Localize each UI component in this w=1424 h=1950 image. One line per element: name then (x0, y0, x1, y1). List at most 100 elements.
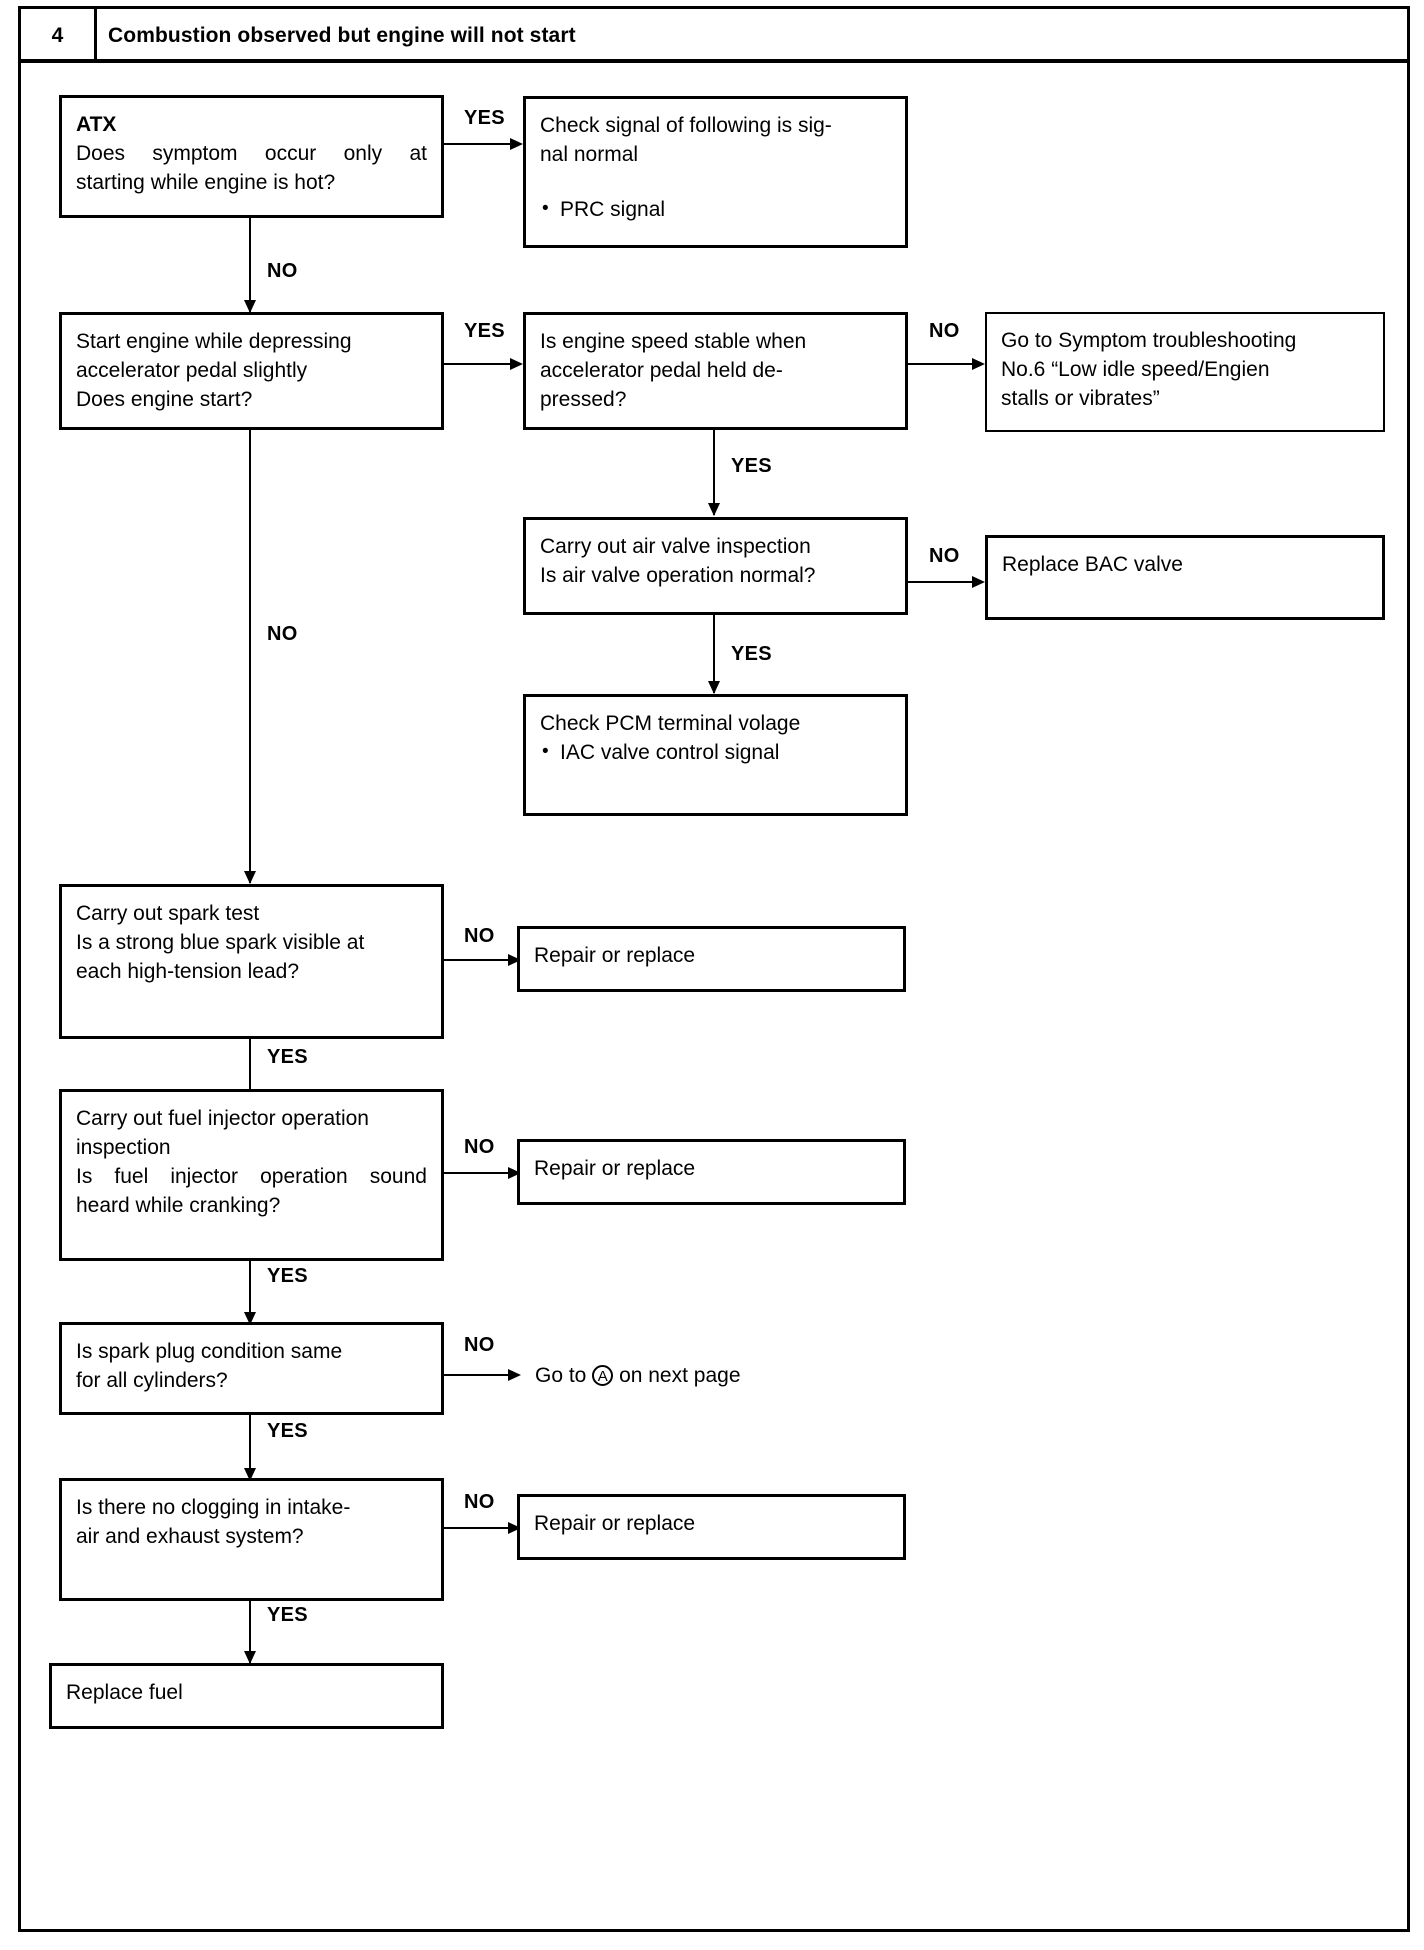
box-repair-replace-2[interactable]: Repair or replace (517, 1139, 906, 1205)
box-goto-symptom-line1: Go to Symptom troubleshooting (1001, 329, 1297, 352)
box-engine-speed-line1: Is engine speed stable when (540, 330, 807, 353)
edge-label-atx-yes: YES (464, 107, 505, 129)
box-air-valve-line2: Is air valve operation normal? (540, 564, 816, 587)
box-fuel-injector-line3-w5: sound (369, 1165, 427, 1188)
arrowhead-engine-speed-yes (708, 503, 720, 516)
connector-spark-plug-yes (249, 1415, 251, 1480)
goto-next-page-after: on next page (619, 1364, 741, 1387)
box-start-engine-line2: accelerator pedal slightly (76, 359, 308, 382)
connector-start-engine-no (249, 430, 251, 883)
box-goto-symptom-line2: No.6 “Low idle speed/Engien (1001, 358, 1270, 381)
box-fuel-injector-line3-w1: Is (76, 1165, 93, 1188)
box-atx-line2-w3: occur (264, 142, 317, 165)
box-check-pcm[interactable]: Check PCM terminal volage IAC valve cont… (523, 694, 908, 816)
connector-clogging-no (444, 1527, 510, 1529)
box-air-valve-line1: Carry out air valve inspection (540, 535, 811, 558)
box-repair-replace-2-line1: Repair or replace (534, 1157, 696, 1180)
edge-label-fuel-injector-no: NO (464, 1136, 495, 1158)
box-goto-symptom-line3: stalls or vibrates” (1001, 387, 1160, 410)
page-border (18, 6, 1410, 1932)
edge-label-start-engine-yes: YES (464, 320, 505, 342)
box-fuel-injector-line1: Carry out fuel injector operation (76, 1107, 369, 1130)
arrowhead-spark-plug-yes (244, 1468, 256, 1481)
box-check-signal-line1: Check signal of following is sig- (540, 114, 832, 137)
edge-label-spark-test-no: NO (464, 925, 495, 947)
box-check-pcm-line1: Check PCM terminal volage (540, 712, 801, 735)
box-spark-test-line1: Carry out spark test (76, 902, 260, 925)
connector-spark-plug-no (444, 1374, 510, 1376)
box-replace-fuel-line1: Replace fuel (66, 1681, 183, 1704)
box-engine-speed-line2: accelerator pedal held de- (540, 359, 783, 382)
box-engine-speed-line3: pressed? (540, 388, 627, 411)
box-spark-plug-line2: for all cylinders? (76, 1369, 228, 1392)
arrowhead-spark-plug-no (508, 1369, 521, 1381)
box-atx[interactable]: ATX Does symptom occur only at starting … (59, 95, 444, 218)
box-start-engine[interactable]: Start engine while depressing accelerato… (59, 312, 444, 430)
box-fuel-injector[interactable]: Carry out fuel injector operation inspec… (59, 1089, 444, 1261)
arrowhead-engine-speed-no (972, 358, 985, 370)
box-fuel-injector-line4: heard while cranking? (76, 1194, 281, 1217)
edge-label-air-valve-no: NO (929, 545, 960, 567)
arrowhead-fuel-injector-yes (244, 1312, 256, 1325)
edge-label-clogging-no: NO (464, 1491, 495, 1513)
connector-engine-speed-no (908, 363, 974, 365)
connector-air-valve-yes (713, 615, 715, 693)
box-atx-line2-w4: only (343, 142, 383, 165)
header-number: 4 (21, 9, 97, 63)
box-air-valve[interactable]: Carry out air valve inspection Is air va… (523, 517, 908, 615)
box-replace-bac-line1: Replace BAC valve (1002, 553, 1183, 576)
box-atx-line2-w5: at (409, 142, 427, 165)
box-fuel-injector-line3-w2: fuel (114, 1165, 149, 1188)
box-atx-line3: starting while engine is hot? (76, 171, 336, 194)
edge-label-engine-speed-yes: YES (731, 455, 772, 477)
edge-label-clogging-yes: YES (267, 1604, 308, 1626)
box-repair-replace-3[interactable]: Repair or replace (517, 1494, 906, 1560)
connector-atx-yes (444, 143, 512, 145)
box-check-signal[interactable]: Check signal of following is sig- nal no… (523, 96, 908, 248)
box-clogging-line1: Is there no clogging in intake- (76, 1496, 351, 1519)
connector-air-valve-no (908, 581, 974, 583)
box-spark-test-line2: Is a strong blue spark visible at (76, 931, 365, 954)
page-title: Combustion observed but engine will not … (108, 24, 576, 47)
edge-label-air-valve-yes: YES (731, 643, 772, 665)
connector-fuel-injector-no (444, 1172, 510, 1174)
edge-label-atx-no: NO (267, 260, 298, 282)
box-repair-replace-3-line1: Repair or replace (534, 1512, 696, 1535)
connector-spark-test-no (444, 959, 510, 961)
box-atx-line2-w2: symptom (152, 142, 238, 165)
box-repair-replace-1[interactable]: Repair or replace (517, 926, 906, 992)
box-spark-test[interactable]: Carry out spark test Is a strong blue sp… (59, 884, 444, 1039)
circle-a-marker: A (592, 1365, 614, 1386)
box-spark-plug[interactable]: Is spark plug condition same for all cyl… (59, 1322, 444, 1415)
box-fuel-injector-line3: Is fuel injector operation sound (76, 1162, 427, 1191)
connector-engine-speed-yes (713, 430, 715, 515)
connector-fuel-injector-yes (249, 1261, 251, 1324)
box-fuel-injector-line3-w4: operation (260, 1165, 348, 1188)
box-clogging[interactable]: Is there no clogging in intake- air and … (59, 1478, 444, 1601)
edge-label-spark-plug-yes: YES (267, 1420, 308, 1442)
box-check-signal-line2: nal normal (540, 143, 639, 166)
box-atx-line2: Does symptom occur only at (76, 139, 427, 168)
box-repair-replace-1-line1: Repair or replace (534, 944, 696, 967)
arrowhead-atx-yes (510, 138, 523, 150)
connector-start-engine-yes (444, 363, 512, 365)
box-spark-test-line3: each high-tension lead? (76, 960, 300, 983)
box-replace-fuel[interactable]: Replace fuel (49, 1663, 444, 1729)
arrowhead-clogging-yes (244, 1651, 256, 1664)
goto-next-page-before: Go to (535, 1364, 587, 1387)
arrowhead-air-valve-no (972, 576, 985, 588)
box-replace-bac[interactable]: Replace BAC valve (985, 535, 1385, 620)
box-check-pcm-bullet1: IAC valve control signal (540, 737, 891, 767)
box-check-signal-bullet1: PRC signal (540, 194, 891, 224)
box-engine-speed-stable[interactable]: Is engine speed stable when accelerator … (523, 312, 908, 430)
edge-label-engine-speed-no: NO (929, 320, 960, 342)
box-fuel-injector-line3-w3: injector (170, 1165, 239, 1188)
connector-spark-test-yes (249, 1039, 251, 1105)
edge-label-start-engine-no: NO (267, 623, 298, 645)
arrowhead-atx-no (244, 300, 256, 313)
box-start-engine-line1: Start engine while depressing (76, 330, 352, 353)
box-goto-symptom[interactable]: Go to Symptom troubleshooting No.6 “Low … (985, 312, 1385, 432)
arrowhead-air-valve-yes (708, 681, 720, 694)
edge-label-spark-test-yes: YES (267, 1046, 308, 1068)
